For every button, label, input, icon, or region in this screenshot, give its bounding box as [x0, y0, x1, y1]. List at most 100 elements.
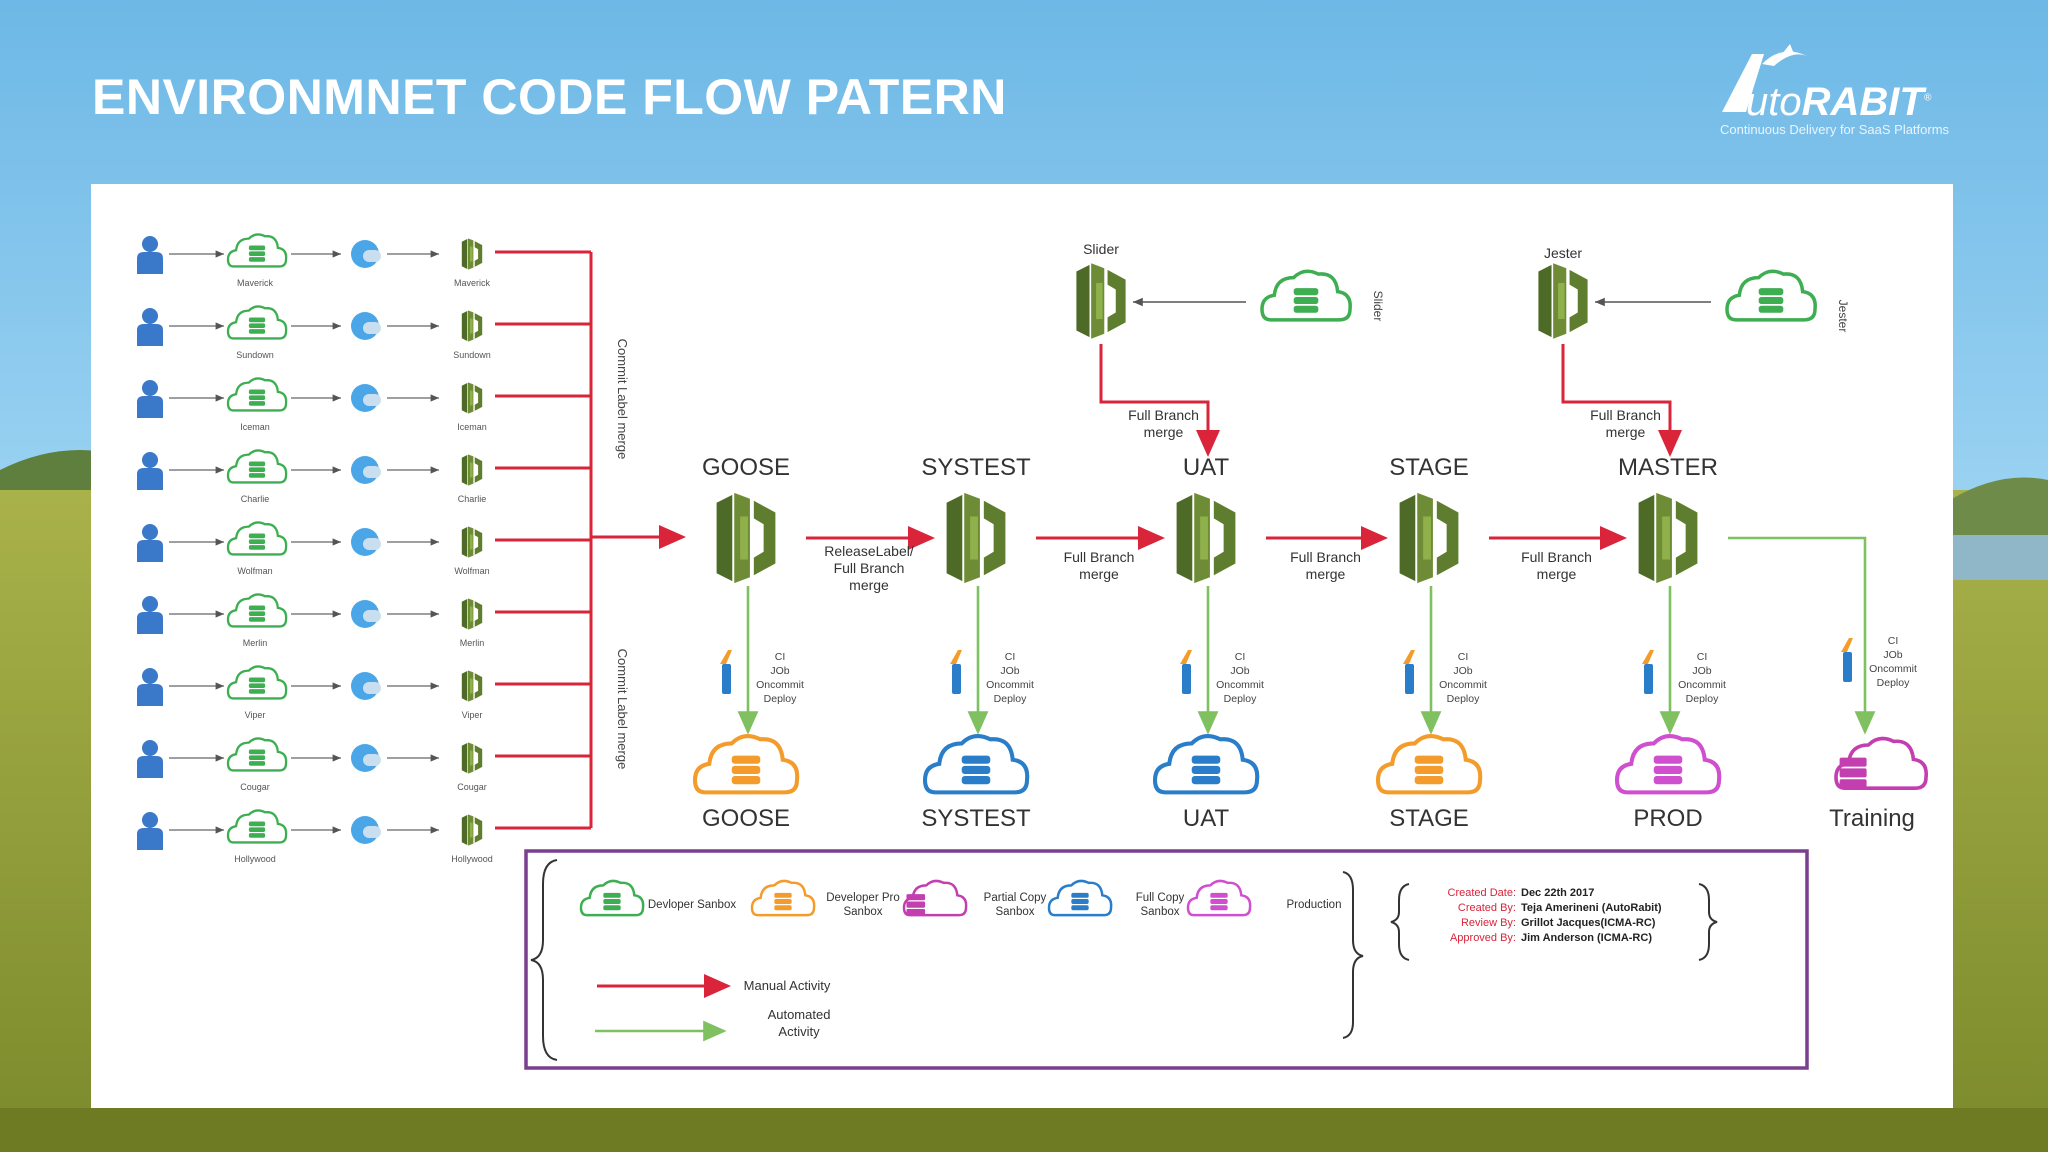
badge-mark: [1180, 650, 1192, 664]
cloud-outline: [226, 233, 288, 268]
ci-label: JOb: [1692, 665, 1711, 677]
branch-part: [1096, 282, 1103, 320]
legend-label: Full Copy: [1136, 892, 1185, 904]
branch-part: [461, 815, 468, 845]
merge-label: Full Branch: [1064, 549, 1135, 565]
person-body: [137, 828, 163, 850]
environment-label: SYSTEST: [921, 805, 1031, 832]
legend-cloud-db-icon: [1186, 879, 1252, 917]
developer-sandbox-cloud-icon: [226, 521, 288, 556]
db-disc: [1071, 899, 1089, 904]
cloud-outline: [226, 593, 288, 628]
side-merge-label: merge: [1144, 424, 1184, 440]
branch-name: STAGE: [1389, 454, 1469, 481]
db-disc: [1191, 776, 1221, 785]
db-disc: [1071, 905, 1089, 911]
environment-systest-cloud-icon: [922, 734, 1030, 795]
db-disc: [1071, 892, 1089, 898]
repo-cloud: [363, 322, 381, 334]
feature-branch-icon: [461, 814, 483, 846]
sandbox-label: Merlin: [243, 638, 268, 648]
branch-master-icon: [1638, 492, 1698, 584]
side-sandbox-cloud-icon: [1725, 269, 1817, 322]
badge-bar: [1843, 652, 1852, 682]
feature-branch-icon: [461, 526, 483, 558]
repo-icon: [351, 384, 381, 412]
person-body: [137, 468, 163, 490]
environment-prod-cloud-icon: [1614, 734, 1722, 795]
legend-brace-right: [1342, 871, 1364, 1039]
branch-part: [1200, 516, 1208, 560]
db-disc: [1758, 288, 1784, 296]
db-disc: [1414, 755, 1444, 764]
ci-label: CI: [1888, 635, 1899, 647]
branch-part: [1399, 494, 1416, 582]
legend-label: Developer Pro: [826, 892, 900, 904]
branch-part: [1213, 500, 1236, 576]
db-disc: [248, 461, 266, 467]
merge-label: Full Branch: [1290, 549, 1361, 565]
db-disc: [248, 545, 266, 550]
side-merge-label: Full Branch: [1590, 407, 1661, 423]
db-disc: [248, 533, 266, 539]
developer-sandbox-cloud-icon: [226, 593, 288, 628]
repo-icon: [351, 312, 381, 340]
stack-bar: [906, 894, 926, 901]
db-disc: [248, 473, 266, 478]
developer-icon: [137, 308, 163, 346]
ci-label: CI: [1235, 651, 1246, 663]
person-head: [142, 812, 158, 828]
environment-goose-cloud-icon: [692, 734, 800, 795]
branch-part: [469, 390, 473, 406]
legend-label: Devloper Sanbox: [648, 899, 736, 911]
db-disc: [1758, 305, 1784, 313]
db-disc: [1653, 755, 1683, 764]
branch-part: [753, 500, 776, 576]
branch-part: [474, 385, 483, 411]
autorabit-badge-icon: [1180, 650, 1192, 694]
branch-systest-icon: [946, 492, 1006, 584]
db-disc: [248, 617, 266, 622]
diagram-panel: [91, 184, 1953, 1108]
db-disc: [774, 892, 792, 898]
sandbox-label: Iceman: [240, 422, 270, 432]
branch-part: [1076, 264, 1090, 338]
repo-icon: [351, 456, 381, 484]
db-disc: [248, 245, 266, 251]
ci-label: JOb: [1230, 665, 1249, 677]
logo-wordmark: utoRABIT®: [1746, 80, 1932, 124]
branch-part: [1176, 494, 1193, 582]
branch-part: [474, 529, 483, 555]
db-disc: [248, 317, 266, 323]
ci-label: Oncommit: [1678, 679, 1726, 691]
developer-sandbox-cloud-icon: [226, 809, 288, 844]
autorabit-badge-icon: [1642, 650, 1654, 694]
ci-label: CI: [1458, 651, 1469, 663]
feature-branch-icon: [461, 670, 483, 702]
ci-label: CI: [1697, 651, 1708, 663]
commit-label-lower: Commit Label merge: [615, 649, 630, 770]
side-sandbox-label: Slider: [1371, 291, 1385, 322]
branch-name: GOOSE: [702, 454, 790, 481]
ci-label: JOb: [1453, 665, 1472, 677]
cloud-outline: [226, 665, 288, 700]
db-disc: [248, 329, 266, 334]
cloud-outline: [1186, 879, 1252, 917]
db-disc: [1210, 892, 1228, 898]
cloud-outline: [750, 879, 816, 917]
person-head: [142, 308, 158, 324]
logo-word-bold: RABIT: [1801, 80, 1924, 124]
branch-part: [461, 671, 468, 701]
side-merge-label: merge: [1606, 424, 1646, 440]
environment-stage-cloud-icon: [1375, 734, 1483, 795]
credit-value: Grillot Jacques(ICMA-RC): [1521, 917, 1656, 929]
db-disc: [1653, 765, 1683, 774]
branch-part: [461, 527, 468, 557]
badge-mark: [950, 650, 962, 664]
developer-sandbox-cloud-icon: [226, 665, 288, 700]
db-disc: [774, 905, 792, 911]
person-head: [142, 668, 158, 684]
repo-cloud: [363, 250, 381, 262]
ci-label: JOb: [1883, 649, 1902, 661]
